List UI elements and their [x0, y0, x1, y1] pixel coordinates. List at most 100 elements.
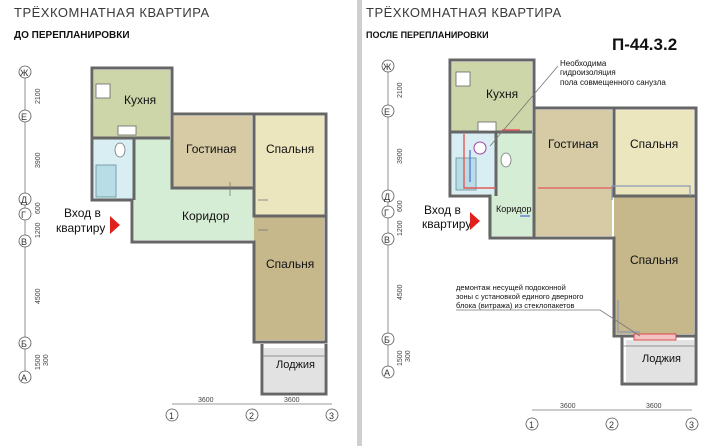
left-axis-v: В: [21, 237, 27, 247]
left-corridor-area-2: [134, 188, 254, 240]
right-bedroom1-area: [614, 110, 694, 196]
right-corridor-area-2: [488, 194, 534, 236]
right-col-1: 1: [529, 420, 534, 430]
right-dim-300: 300: [405, 350, 412, 362]
note-bottom-line-2: зоны с установкой единого дверного: [456, 292, 583, 301]
right-subtitle: ПОСЛЕ ПЕРЕПЛАНИРОВКИ: [366, 30, 489, 40]
left-living-label: Гостиная: [186, 142, 236, 156]
left-loggia-label: Лоджия: [276, 359, 315, 371]
right-pipes: [463, 129, 691, 333]
right-entrance-label-2: квартиру: [422, 217, 471, 231]
left-axis-g: Г: [21, 210, 26, 220]
left-wall-inner-3: [170, 114, 254, 190]
right-bathtub-icon: [455, 157, 477, 191]
left-title: ТРЁХКОМНАТНАЯ КВАРТИРА: [14, 5, 210, 20]
right-axis-b: Б: [384, 335, 390, 345]
right-toilet-icon: [500, 152, 512, 168]
left-axis-markers: Ж Е Д Г В Б А: [18, 65, 32, 384]
left-axis-zh: Ж: [20, 68, 29, 78]
right-walls: [448, 58, 698, 338]
left-axis-e: Е: [21, 112, 27, 122]
right-dim-1200: 1200: [397, 220, 404, 236]
right-loggia-area: [626, 340, 694, 382]
left-dim-h1: 3600: [198, 397, 214, 404]
left-axis-b: Б: [21, 339, 27, 349]
left-entrance-label-2: квартиру: [56, 221, 105, 235]
left-dim-2100: 2100: [35, 88, 42, 104]
right-dim-2100: 2100: [397, 82, 404, 98]
right-axis-d: Д: [384, 192, 390, 202]
note-bottom-line-1: демонтаж несущей подоконной: [456, 283, 566, 292]
left-bathtub-icon: [95, 164, 117, 198]
panel-divider: [357, 0, 362, 446]
left-axis-a: А: [21, 373, 27, 383]
right-vitrage-mark: [633, 333, 677, 341]
left-col-3: 3: [329, 411, 334, 421]
left-dim-300: 300: [43, 354, 50, 366]
note-top-leader: [489, 65, 559, 147]
right-bedroom2-label: Спальня: [630, 253, 678, 267]
right-title: ТРЁХКОМНАТНАЯ КВАРТИРА: [366, 5, 562, 20]
right-dim-600: 600: [397, 200, 404, 212]
right-loggia-label: Лоджия: [642, 353, 681, 365]
right-dim-h2: 3600: [646, 403, 662, 410]
right-dim-4500: 4500: [397, 284, 404, 300]
right-axis-g: Г: [384, 208, 389, 218]
left-bedroom2-label: Спальня: [266, 257, 314, 271]
left-dim-h2: 3600: [284, 397, 300, 404]
left-bedroom2-area: [254, 216, 324, 340]
left-subtitle: ДО ПЕРЕПЛАНИРОВКИ: [14, 30, 130, 41]
right-bedroom1-label: Спальня: [630, 137, 678, 151]
left-kitchen-label: Кухня: [124, 93, 156, 107]
right-dim-3900: 3900: [397, 148, 404, 164]
note-top-line-2: гидроизоляция: [560, 68, 616, 77]
left-dim-1500: 1500: [35, 354, 42, 370]
right-axis-zh: Ж: [383, 62, 392, 72]
left-entrance-arrow-icon: [110, 216, 120, 234]
right-stove-icon: [455, 71, 471, 87]
right-col-2: 2: [609, 420, 614, 430]
left-stove-icon: [95, 83, 111, 99]
left-loggia-area: [264, 348, 324, 392]
left-sink-icon: [117, 125, 137, 136]
left-dim-1200: 1200: [35, 222, 42, 238]
right-col-3: 3: [689, 420, 694, 430]
note-bottom-line-3: блока (витража) из стеклопакетов: [456, 301, 575, 310]
left-toilet-icon: [114, 142, 126, 158]
right-corridor-label: Коридор: [496, 204, 532, 214]
right-loggia-wall: [620, 336, 698, 386]
left-wall-inner-4: [252, 114, 326, 218]
left-walls: [90, 66, 328, 344]
right-vertical-dims: 2100 3900 600 1200 4500 1500 300: [397, 82, 412, 366]
right-living-label: Гостиная: [548, 137, 598, 151]
left-entrance-label-1: Вход в: [64, 206, 101, 220]
left-vertical-dims: 2100 3900 600 1200 4500 1500 300: [35, 88, 50, 370]
left-loggia-wall: [260, 344, 328, 396]
left-living-area: [172, 116, 252, 188]
note-top-line-1: Необходима: [560, 59, 607, 68]
right-plan: ТРЁХКОМНАТНАЯ КВАРТИРА ПОСЛЕ ПЕРЕПЛАНИРО…: [366, 5, 699, 431]
right-entrance-label-1: Вход в: [424, 203, 461, 217]
right-axis-e: Е: [384, 107, 390, 117]
right-axis-markers: Ж Е Д Г В Б А: [381, 59, 395, 379]
right-axis-a: А: [384, 368, 390, 378]
right-bedroom2-area: [614, 196, 694, 334]
note-top-line-3: пола совмещенного санузла: [560, 78, 666, 87]
right-wall-inner-4: [612, 108, 696, 198]
left-dim-4500: 4500: [35, 288, 42, 304]
right-sink-icon: [477, 121, 497, 132]
left-col-1: 1: [169, 411, 174, 421]
left-axis-d: Д: [21, 195, 27, 205]
left-bedroom1-area: [254, 116, 324, 216]
left-bedroom1-label: Спальня: [266, 142, 314, 156]
right-living-area: [534, 110, 612, 236]
right-axis-v: В: [384, 235, 390, 245]
left-col-2: 2: [249, 411, 254, 421]
right-kitchen-label: Кухня: [486, 87, 518, 101]
left-plan: ТРЁХКОМНАТНАЯ КВАРТИРА ДО ПЕРЕПЛАНИРОВКИ…: [14, 5, 339, 422]
right-washer-icon: [473, 141, 487, 155]
left-dim-3900: 3900: [35, 152, 42, 168]
left-corridor-label: Коридор: [182, 209, 230, 223]
right-entrance-arrow-icon: [470, 212, 480, 230]
